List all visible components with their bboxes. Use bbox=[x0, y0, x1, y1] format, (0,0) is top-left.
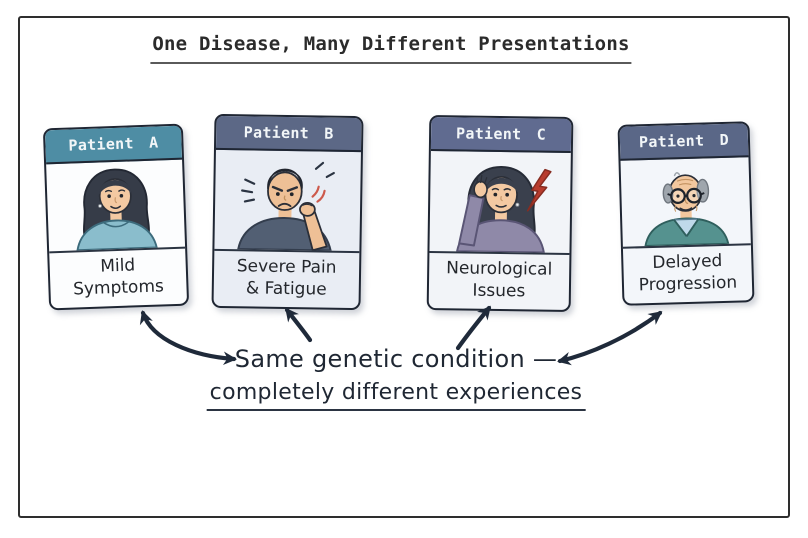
patient-a-header: Patient A bbox=[44, 125, 183, 165]
patient-a-label: Mild Symptoms bbox=[49, 246, 188, 309]
caption-line2: completely different experiences bbox=[206, 380, 586, 411]
stress-marks-icon bbox=[241, 161, 335, 203]
patient-c-illustration bbox=[429, 151, 570, 253]
man-shoulder-pain-icon bbox=[237, 161, 335, 251]
patient-b-card: Patient B bbox=[211, 113, 364, 311]
patient-b-header: Patient B bbox=[215, 115, 362, 153]
patient-d-card: Patient D bbox=[617, 121, 755, 306]
patient-a-card: Patient A Mild Symptoms bbox=[42, 123, 190, 311]
page-title: One Disease, Many Different Presentation… bbox=[150, 33, 632, 64]
woman-headache-icon bbox=[455, 166, 552, 253]
lightning-bolt-icon bbox=[526, 168, 552, 212]
pain-marks-icon bbox=[311, 185, 326, 203]
caption-block: Same genetic condition — completely diff… bbox=[206, 345, 586, 411]
caption-line1: Same genetic condition — bbox=[234, 345, 558, 373]
patient-b-label: Severe Pain & Fatigue bbox=[213, 248, 360, 309]
patient-b-illustration bbox=[214, 150, 361, 251]
elderly-man-icon bbox=[644, 172, 730, 247]
patient-c-label: Neurological Issues bbox=[428, 250, 570, 310]
patient-d-header: Patient D bbox=[619, 123, 749, 161]
woman-mild-symptoms-icon bbox=[76, 168, 158, 252]
patient-a-illustration bbox=[46, 160, 185, 252]
patient-d-illustration bbox=[621, 157, 751, 247]
patient-d-label: Delayed Progression bbox=[622, 243, 753, 304]
patient-c-card: Patient C bbox=[426, 115, 574, 312]
patient-c-header: Patient C bbox=[430, 117, 572, 153]
